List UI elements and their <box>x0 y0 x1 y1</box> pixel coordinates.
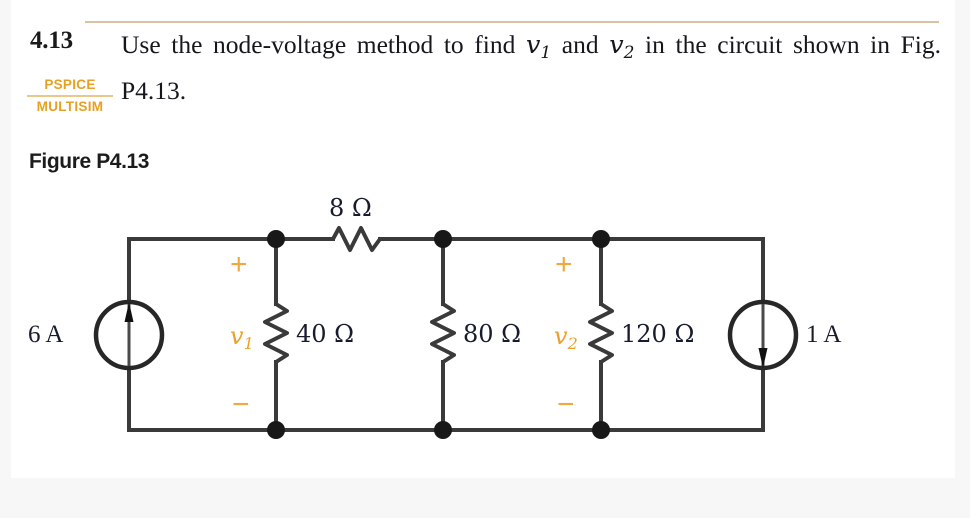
v2-subscript: 2 <box>567 334 578 354</box>
simulation-badge: PSPICE MULTISIM <box>27 76 113 115</box>
problem-statement: Use the node-voltage method to find v1 a… <box>121 26 941 109</box>
v1-plus-sign: + <box>230 248 248 281</box>
resistor-40-label: 40 Ω <box>296 320 355 348</box>
document-page: 4.13 Use the node-voltage method to find… <box>11 0 955 478</box>
right-source-arrow-head-down <box>758 348 768 368</box>
v2-minus-sign: − <box>557 388 575 421</box>
variable-v1-subscript: 1 <box>540 43 552 64</box>
v2-plus-sign: + <box>555 248 573 281</box>
variable-v2-subscript: 2 <box>623 43 635 64</box>
left-source-arrow-head-up <box>124 302 134 322</box>
resistor-40-zigzag <box>263 302 289 364</box>
node-dot-bottom-v2 <box>592 421 610 439</box>
v1-subscript: 1 <box>243 334 254 354</box>
node-dot-bottom-v1 <box>267 421 285 439</box>
badge-divider <box>27 95 113 97</box>
problem-number: 4.13 <box>30 27 73 54</box>
variable-v1: v <box>525 30 541 60</box>
variable-v2: v <box>609 30 624 60</box>
multisim-label: MULTISIM <box>36 99 104 114</box>
node-dot-top-mid <box>434 230 452 248</box>
node-dot-top-v2 <box>592 230 610 248</box>
resistor-8-label: 8 Ω <box>329 194 372 222</box>
resistor-8-zigzag <box>331 226 382 252</box>
problem-text-part1: Use the node-voltage method to find <box>121 30 526 59</box>
circuit-schematic-svg <box>93 226 799 439</box>
v1-symbol: v <box>230 322 244 350</box>
resistor-120-zigzag <box>588 302 614 364</box>
header-rule <box>85 21 939 23</box>
v1-minus-sign: − <box>232 388 250 421</box>
right-current-source-label: 1 A <box>806 321 842 348</box>
v1-label: v1 <box>230 322 254 353</box>
left-current-source-label: 6 A <box>28 321 64 348</box>
v2-label: v2 <box>554 322 578 353</box>
circuit-diagram: 8 Ω 40 Ω 80 Ω 120 Ω 6 A 1 A + v1 − + v2 … <box>11 180 955 470</box>
v2-symbol: v <box>554 322 568 350</box>
figure-caption: Figure P4.13 <box>29 150 150 173</box>
resistor-120-label: 120 Ω <box>621 320 695 348</box>
problem-text-part3: in the circuit shown in Fig. P4.13. <box>121 30 942 106</box>
resistor-80-zigzag <box>430 302 456 364</box>
resistor-80-label: 80 Ω <box>463 320 522 348</box>
pspice-label: PSPICE <box>44 77 96 92</box>
node-dot-bottom-mid <box>434 421 452 439</box>
problem-text-part2: and <box>551 30 610 59</box>
node-dot-top-v1 <box>267 230 285 248</box>
